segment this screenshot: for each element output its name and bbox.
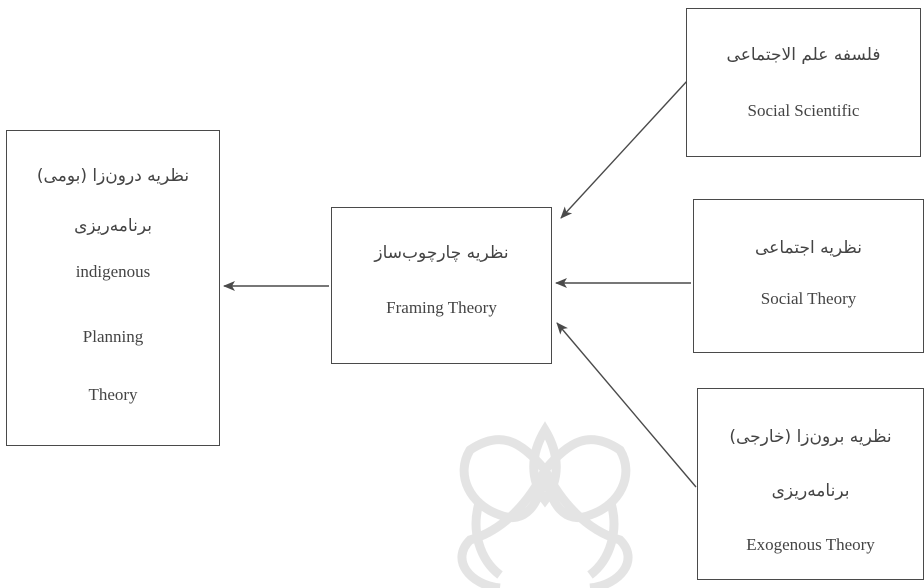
- framing-theory-box: نظریه چارچوب‌ساز Framing Theory: [331, 207, 552, 364]
- indigenous-planning-theory-box: نظریه درون‌زا (بومی) برنامه‌ریزی indigen…: [6, 130, 220, 446]
- box-line: indigenous: [75, 262, 151, 281]
- box-line: Framing Theory: [386, 298, 497, 317]
- box-line: برنامه‌ریزی: [771, 481, 850, 501]
- social-scientific-box: فلسفه علم الاجتماعی Social Scientific: [686, 8, 921, 157]
- box-line: Social Scientific: [747, 101, 860, 120]
- exogenous-theory-box: نظریه برون‌زا (خارجی) برنامه‌ریزی Exogen…: [697, 388, 924, 580]
- box-line: نظریه درون‌زا (بومی): [36, 166, 190, 186]
- arrow-social-scientific-to-framing: [560, 79, 689, 219]
- box-line: Theory: [88, 385, 138, 404]
- box-line: Exogenous Theory: [746, 535, 875, 554]
- box-line: نظریه چارچوب‌ساز: [374, 243, 509, 263]
- box-line: Planning: [82, 327, 144, 346]
- box-line: Social Theory: [760, 289, 857, 308]
- box-line: فلسفه علم الاجتماعی: [726, 45, 881, 65]
- arrow-exogenous-to-framing: [556, 322, 697, 488]
- social-theory-box: نظریه اجتماعی Social Theory: [693, 199, 924, 353]
- box-line: برنامه‌ریزی: [74, 216, 152, 236]
- box-line: نظریه برون‌زا (خارجی): [729, 427, 892, 447]
- box-line: نظریه اجتماعی: [755, 238, 862, 258]
